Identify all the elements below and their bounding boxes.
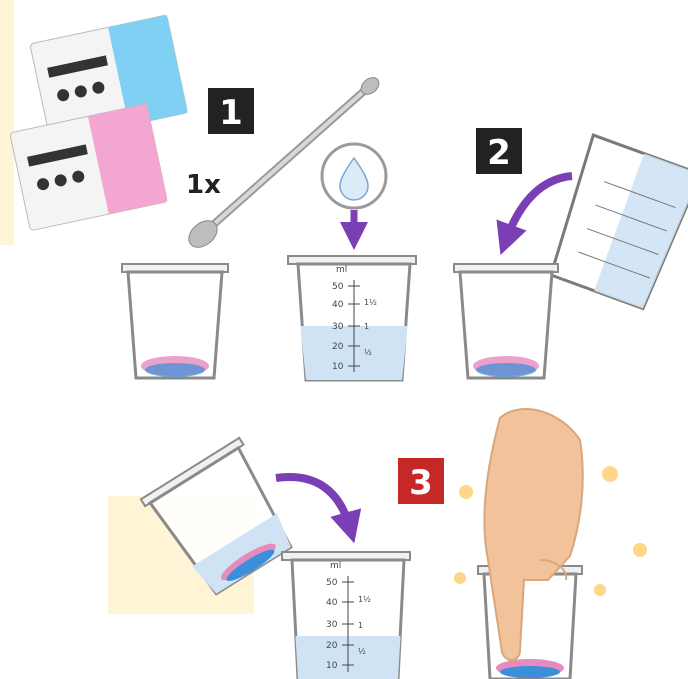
measuring-cup-tick-10: 10 bbox=[332, 362, 344, 372]
measuring-cup-tick-20: 20 bbox=[332, 342, 344, 352]
measuring-cup-small-frac-half: ½ bbox=[358, 647, 366, 656]
powder-sachet-pink bbox=[10, 104, 168, 231]
measuring-cup: ml 50 40 30 20 10 1½ 1 ½ bbox=[288, 256, 416, 380]
background-strip bbox=[0, 0, 14, 245]
measuring-cup-small-tick-20: 20 bbox=[326, 641, 338, 651]
pouring-measuring-cup bbox=[543, 135, 688, 311]
pour-arrow-icon bbox=[506, 176, 572, 240]
measuring-cup-tick-50: 50 bbox=[332, 282, 344, 292]
cup-with-powder-1 bbox=[122, 264, 228, 378]
measuring-cup-small-tick-30: 30 bbox=[326, 620, 338, 630]
measuring-cup-small-tick-50: 50 bbox=[326, 578, 338, 588]
scoop-count-label: 1x bbox=[186, 170, 221, 200]
water-drop-icon bbox=[322, 144, 386, 208]
measuring-cup-small-frac-1: 1 bbox=[358, 621, 363, 630]
measuring-cup-small-unit: ml bbox=[330, 561, 341, 571]
measuring-cup-small-tick-10: 10 bbox=[326, 661, 338, 671]
step-number-2: 2 bbox=[487, 133, 511, 173]
pour-arrow-icon-2 bbox=[276, 477, 350, 528]
step-badge-1: 1 bbox=[208, 88, 254, 134]
step-badge-3: 3 bbox=[398, 458, 444, 504]
step-badge-2: 2 bbox=[476, 128, 522, 174]
cup-with-powder-2 bbox=[454, 264, 558, 378]
step-number-3: 3 bbox=[409, 463, 433, 503]
measuring-cup-tick-30: 30 bbox=[332, 322, 344, 332]
measuring-cup-small-frac-1-5: 1½ bbox=[358, 595, 371, 604]
measuring-cup-frac-1: 1 bbox=[364, 322, 369, 331]
measuring-cup-tick-40: 40 bbox=[332, 300, 344, 310]
step-number-1: 1 bbox=[219, 93, 243, 133]
measuring-cup-small-tick-40: 40 bbox=[326, 598, 338, 608]
measuring-cup-unit: ml bbox=[336, 265, 347, 275]
measuring-cup-small: ml 50 40 30 20 10 1½ 1 ½ bbox=[282, 552, 410, 679]
measuring-cup-frac-1-5: 1½ bbox=[364, 298, 377, 307]
measuring-cup-frac-half: ½ bbox=[364, 348, 372, 357]
